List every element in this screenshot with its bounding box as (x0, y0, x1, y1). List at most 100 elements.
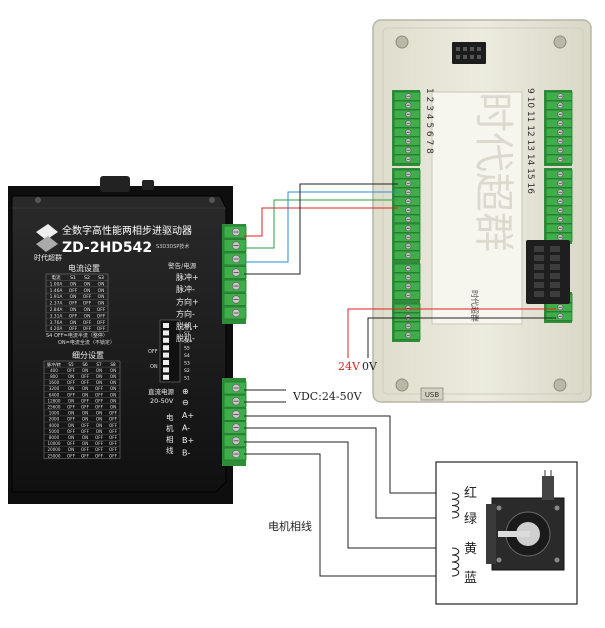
current-table-cell: ON (70, 307, 77, 313)
microstep-table-cell: OFF (67, 441, 76, 446)
current-table-cell: OFF (97, 313, 106, 319)
controller-pin (550, 264, 560, 270)
plus-symbol: ⊕ (182, 387, 189, 396)
microstep-table-cell: OFF (109, 435, 118, 440)
motor-side-char: 机 (166, 423, 174, 433)
microstep-table-cell: 3200 (49, 386, 60, 391)
current-table-cell: OFF (69, 326, 78, 332)
signal-terminal (223, 225, 247, 239)
controller-left-terminal (393, 178, 421, 188)
motor-coil (451, 547, 460, 577)
microstep-table-cell: OFF (109, 441, 118, 446)
signal-terminal (223, 239, 247, 252)
motor-phase-label: A- (182, 424, 190, 433)
microstep-table-cell: ON (96, 411, 102, 416)
stepper-driver (8, 176, 233, 504)
signal-label: 脉冲- (176, 284, 195, 294)
microstep-table-cell: ON (96, 429, 102, 434)
current-table-cell: 1.46A (50, 288, 63, 294)
microstep-table-title: 细分设置 (72, 350, 104, 360)
controller-left-terminal (393, 321, 421, 331)
signal-terminal (223, 266, 247, 279)
current-table-header: S2 (84, 275, 90, 281)
signal-terminal (223, 293, 247, 306)
controller-right-terminal (545, 91, 573, 101)
driver-subtitle: S3D3DSP技术 (156, 243, 189, 250)
controller-right-terminal (545, 145, 573, 155)
microstep-table-cell: 5000 (49, 429, 60, 434)
microstep-table-cell: OFF (109, 423, 118, 428)
controller-pin (534, 255, 544, 261)
current-note-2: ON=电流全流（不锁定） (58, 339, 115, 346)
microstep-table-header: S7 (96, 362, 102, 367)
dip-label: S1 (184, 375, 190, 381)
signal-label: 方向- (176, 309, 195, 319)
driver-signal-terminals (222, 224, 247, 324)
microstep-table-cell: OFF (67, 380, 76, 385)
current-table-cell: ON (98, 281, 105, 287)
controller-left-terminal (393, 250, 421, 260)
current-table-cell: 1.00A (50, 281, 63, 287)
microstep-table-cell: OFF (109, 429, 118, 434)
microstep-table-cell: ON (96, 374, 102, 379)
controller-left-terminal (393, 312, 421, 322)
wire-pulse-minus (244, 199, 398, 249)
microstep-table-cell: OFF (109, 447, 118, 452)
dip-label: S5 (184, 346, 190, 352)
current-table-cell: OFF (69, 301, 78, 307)
microstep-table-cell: ON (68, 411, 74, 416)
controller-left-terminal (393, 303, 421, 313)
controller-left-terminal (393, 196, 421, 206)
motor-side-char: 线 (166, 445, 174, 455)
controller-left-terminal (393, 330, 421, 340)
motor-coil (451, 492, 460, 519)
controller-left-terminal (393, 214, 421, 224)
microstep-table-cell: 20000 (47, 447, 60, 452)
microstep-table-cell: OFF (95, 398, 104, 403)
microstep-table-cell: ON (68, 374, 74, 379)
signal-terminal (223, 279, 247, 293)
microstep-table-cell: 25000 (47, 453, 60, 458)
controller-right-terminal (545, 205, 573, 215)
microstep-table-cell: ON (82, 386, 88, 391)
motor-side-char: 相 (166, 434, 174, 444)
wire-dir-plus (244, 191, 398, 263)
current-table-cell: OFF (83, 294, 92, 300)
driver-model: ZD-2HD542 (62, 240, 152, 256)
microstep-table-cell: ON (110, 398, 116, 403)
dip-switch (163, 374, 169, 380)
wire-a-plus (244, 415, 452, 494)
microstep-table-cell: ON (82, 411, 88, 416)
current-table-cell: 3.76A (50, 320, 63, 326)
controller-left-terminal (393, 145, 421, 155)
microstep-table-cell: OFF (81, 453, 90, 458)
controller-right-terminal (545, 118, 573, 128)
controller-board: USB 1 2 3 4 5 6 7 8 9 10 11 12 13 14 15 … (372, 19, 592, 403)
current-table-cell: OFF (83, 301, 92, 307)
current-table-cell: OFF (69, 288, 78, 294)
controller-right-terminal (545, 187, 573, 197)
microstep-table-cell: ON (82, 417, 88, 422)
controller-left-terminal (393, 136, 421, 146)
motor-phase-labels: A+A-B+B- (182, 411, 194, 458)
motor-side-label: 电机相线 (166, 412, 174, 455)
power-terminal (223, 381, 247, 395)
microstep-table-cell: 12800 (47, 398, 60, 403)
controller-right-terminal (545, 223, 573, 233)
microstep-table-cell: OFF (95, 441, 104, 446)
microstep-table-cell: ON (110, 405, 116, 410)
controller-right-terminal (545, 127, 573, 137)
current-table-cell: ON (84, 281, 91, 287)
current-table-cell: OFF (97, 326, 106, 332)
label-vdc: VDC:24-50V (293, 390, 362, 403)
controller-right-terminal (545, 178, 573, 188)
controller-left-terminal (393, 169, 421, 179)
controller-right-terminal (545, 154, 573, 164)
controller-right-terminal (545, 169, 573, 179)
microstep-table-cell: OFF (67, 453, 76, 458)
microstep-table-cell: OFF (67, 392, 76, 397)
wire-24v (347, 308, 556, 358)
controller-pin (534, 273, 544, 279)
